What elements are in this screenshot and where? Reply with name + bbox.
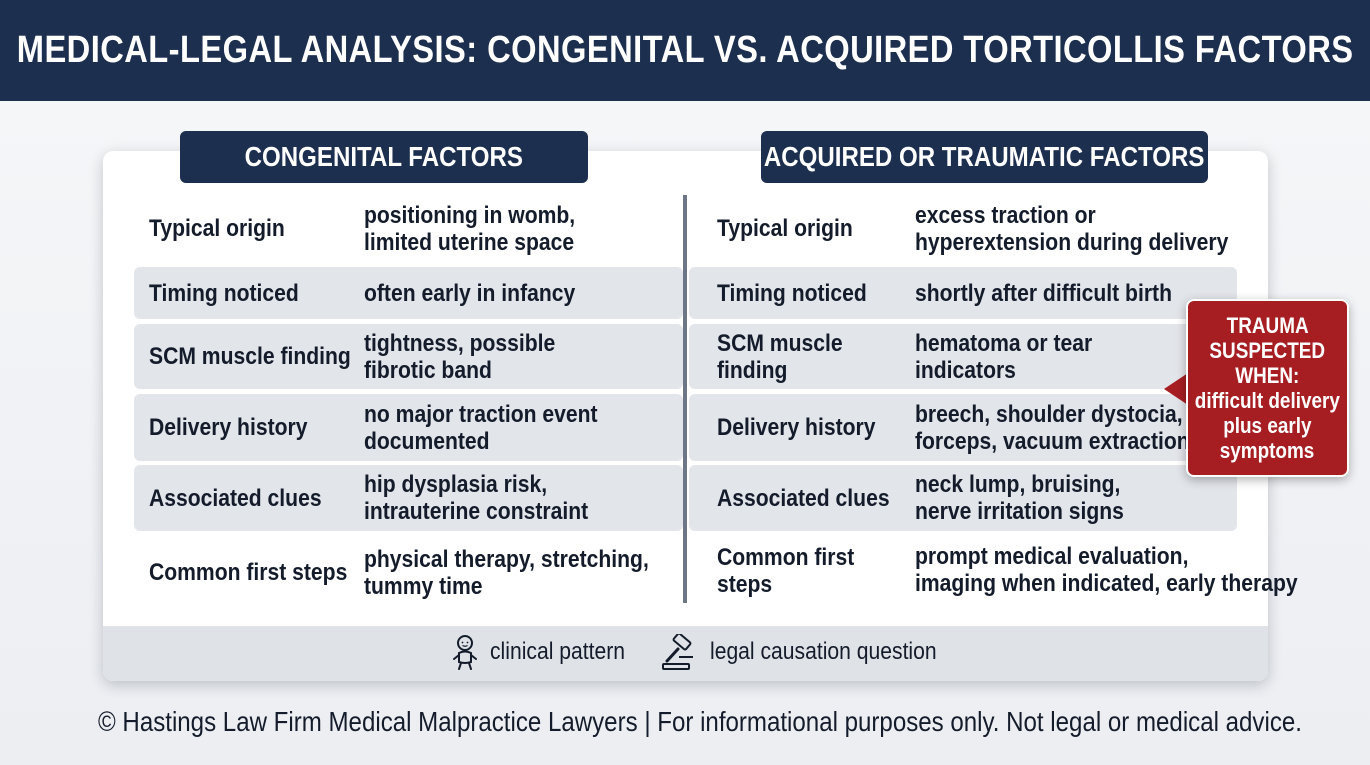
left-row-value: tightness, possible (364, 330, 556, 357)
disclaimer-text: © Hastings Law Firm Medical Malpractice … (97, 706, 1302, 737)
left-row-value: positioning in womb, (364, 202, 576, 229)
callout-pointer (1164, 373, 1188, 405)
right-row-value: imaging when indicated, early therapy (915, 570, 1298, 597)
left-row-shade (134, 324, 683, 389)
right-row-value: hematoma or tear (915, 330, 1093, 357)
left-row-label: Timing noticed (149, 280, 299, 307)
right-row-label: steps (717, 571, 773, 598)
left-row-shade (134, 267, 683, 319)
right-row-shade (689, 465, 1237, 531)
title-bar: MEDICAL-LEGAL ANALYSIS: CONGENITAL VS. A… (0, 0, 1370, 101)
legend-legal-label: legal causation question (710, 638, 937, 665)
left-row-value: intrauterine constraint (364, 498, 589, 525)
callout-line: difficult delivery (1194, 388, 1341, 413)
legend-bar (103, 626, 1268, 681)
callout-line: TRAUMA (1226, 313, 1309, 338)
disclaimer-footer: © Hastings Law Firm Medical Malpractice … (0, 706, 1370, 738)
trauma-callout: TRAUMA SUSPECTED WHEN: difficult deliver… (1186, 299, 1349, 477)
callout-line: SUSPECTED (1209, 338, 1326, 363)
right-row-value: excess traction or (915, 202, 1096, 229)
callout-line: symptoms (1220, 438, 1315, 463)
page-title: MEDICAL-LEGAL ANALYSIS: CONGENITAL VS. A… (16, 29, 1354, 71)
left-row-label: Delivery history (149, 414, 308, 441)
right-row-label: Common first (717, 544, 855, 571)
right-row-label: Associated clues (717, 485, 890, 512)
right-row-label: Typical origin (717, 215, 853, 242)
right-row-label: finding (717, 357, 788, 384)
acquired-header: ACQUIRED OR TRAUMATIC FACTORS (761, 131, 1208, 183)
left-row-value: hip dysplasia risk, (364, 471, 548, 498)
callout-line: WHEN: (1235, 363, 1300, 388)
left-row-label: Common first steps (149, 559, 348, 586)
left-row-value: tummy time (364, 573, 483, 600)
left-row-value: fibrotic band (364, 357, 492, 384)
acquired-header-label: ACQUIRED OR TRAUMATIC FACTORS (764, 141, 1205, 172)
congenital-header: CONGENITAL FACTORS (180, 131, 588, 183)
left-row-value: physical therapy, stretching, (364, 546, 649, 573)
right-row-value: forceps, vacuum extraction (915, 428, 1190, 455)
legend-clinical-label: clinical pattern (490, 638, 626, 665)
column-divider (683, 195, 687, 603)
right-row-value: indicators (915, 357, 1016, 384)
left-row-value: often early in infancy (364, 280, 576, 307)
legend-legal: legal causation question (660, 634, 968, 670)
callout-line: plus early (1223, 413, 1312, 438)
left-row-label: SCM muscle finding (149, 343, 351, 370)
congenital-header-label: CONGENITAL FACTORS (244, 141, 524, 172)
legend-clinical: clinical pattern (450, 634, 643, 670)
right-row-value: hyperextension during delivery (915, 229, 1229, 256)
right-row-shade (689, 324, 1237, 389)
right-row-value: nerve irritation signs (915, 498, 1124, 525)
right-row-label: Timing noticed (717, 280, 867, 307)
left-row-shade (134, 465, 683, 531)
right-row-label: Delivery history (717, 414, 876, 441)
right-row-shade (689, 394, 1237, 461)
gavel-icon (662, 634, 693, 670)
right-row-label: SCM muscle (717, 330, 843, 357)
left-row-value: no major traction event (364, 401, 598, 428)
right-row-value: prompt medical evaluation, (915, 543, 1189, 570)
baby-icon (453, 635, 477, 670)
right-row-value: shortly after difficult birth (915, 280, 1172, 307)
left-row-value: documented (364, 428, 490, 455)
left-row-label: Typical origin (149, 215, 285, 242)
right-row-shade (689, 267, 1237, 319)
left-row-value: limited uterine space (364, 229, 575, 256)
left-row-shade (134, 394, 683, 461)
left-row-label: Associated clues (149, 485, 322, 512)
right-row-value: breech, shoulder dystocia, (915, 401, 1183, 428)
right-row-value: neck lump, bruising, (915, 471, 1121, 498)
